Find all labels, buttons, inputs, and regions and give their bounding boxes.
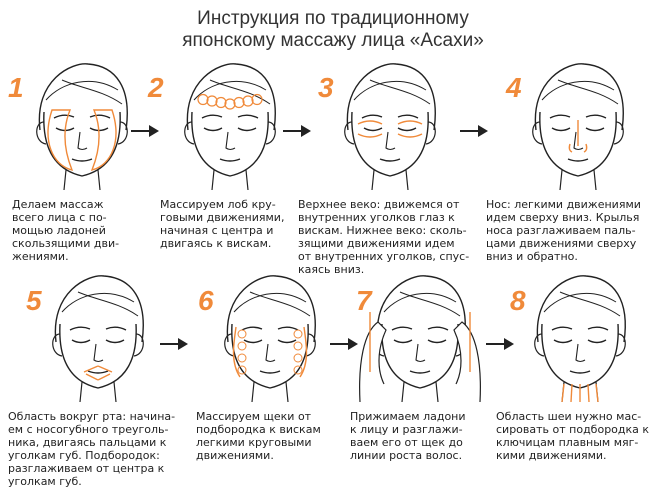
arrow-right-icon	[131, 125, 159, 137]
arrow-right-icon	[486, 338, 514, 350]
face-illustration-6	[224, 275, 316, 402]
arrow-right-icon	[283, 125, 311, 137]
step-number-4: 4	[506, 72, 522, 103]
step-text-7: Прижимаем ладони к лицу и разглажи- ваем…	[350, 410, 466, 462]
step-number-7: 7	[356, 285, 372, 316]
step-number-5: 5	[26, 285, 42, 316]
arrow-right-icon	[160, 338, 188, 350]
step-number-6: 6	[198, 285, 214, 316]
page-title: Инструкция по традиционному японскому ма…	[0, 8, 666, 52]
face-illustration-3	[344, 63, 436, 190]
face-illustration-4	[532, 63, 624, 190]
title-line-2: японскому массажу лица «Асахи»	[182, 30, 484, 51]
step-text-6: Массируем щеки от подбородка к вискам ле…	[196, 410, 321, 462]
face-illustration-5	[52, 275, 144, 402]
step-text-8: Область шеи нужно мас- сировать от подбо…	[496, 410, 650, 462]
title-line-1: Инструкция по традиционному	[197, 8, 469, 29]
step-number-3: 3	[318, 72, 334, 103]
step-text-1: Делаем массаж всего лица с по- мощью лад…	[12, 198, 120, 263]
step-number-2: 2	[148, 72, 164, 103]
step-text-4: Нос: легкими движениями идем сверху вниз…	[486, 198, 641, 263]
face-illustration-8	[534, 275, 626, 402]
step-number-1: 1	[8, 72, 24, 103]
step-text-3: Верхнее веко: движемся от внутренних уго…	[298, 198, 470, 276]
face-illustration-1	[36, 63, 128, 190]
face-illustration-2	[184, 63, 276, 190]
face-illustration-7	[359, 275, 481, 402]
step-text-2: Массируем лоб кру- говыми движениями, на…	[160, 198, 285, 250]
step-text-5: Область вокруг рта: начина- ем с носогуб…	[8, 410, 176, 488]
step-number-8: 8	[510, 285, 526, 316]
arrow-right-icon	[330, 338, 358, 350]
arrow-right-icon	[460, 125, 488, 137]
